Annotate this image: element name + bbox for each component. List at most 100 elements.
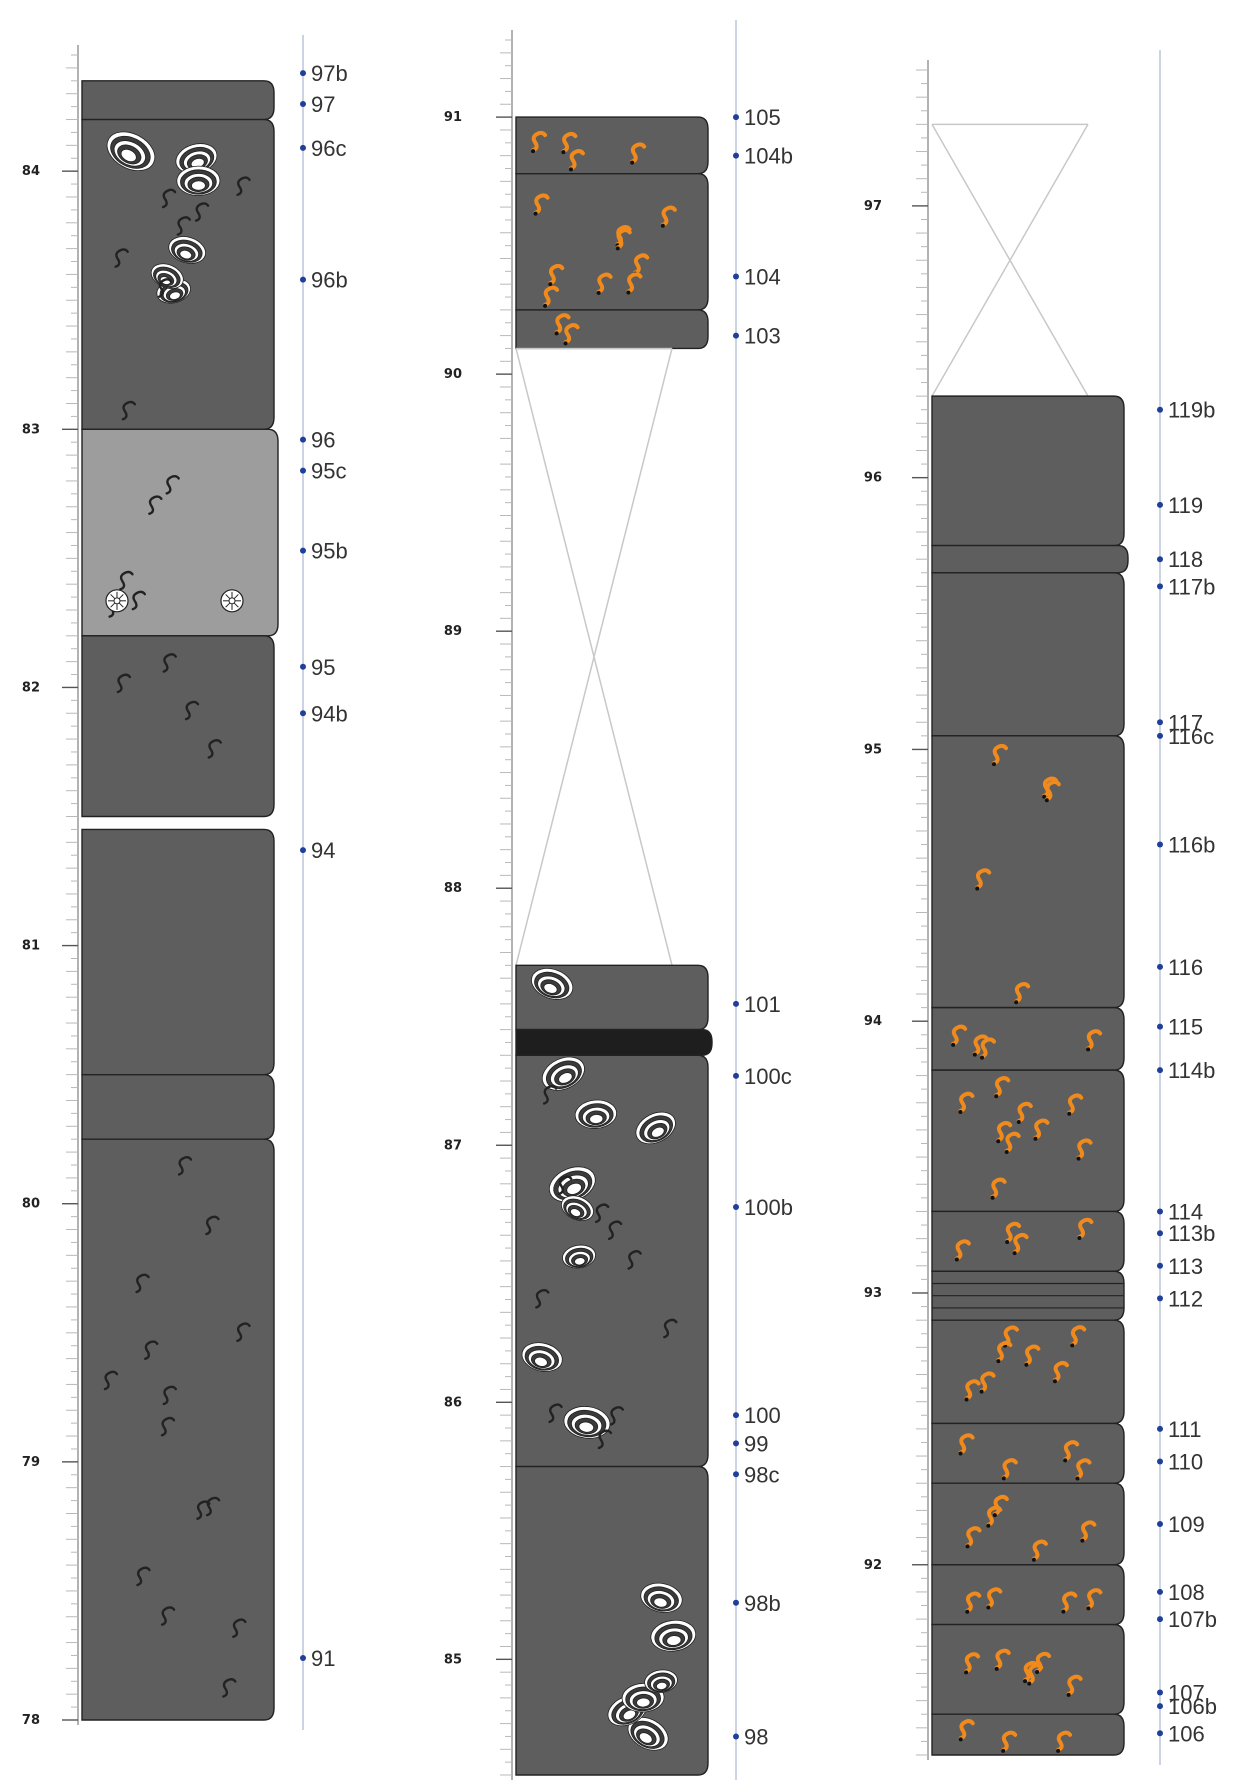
orange-burrow-icon bbox=[1016, 1101, 1033, 1124]
orange-burrow-icon bbox=[991, 743, 1008, 766]
sample-marker: 119b bbox=[1157, 398, 1215, 423]
worm-head-mark bbox=[1044, 798, 1049, 803]
worm-head-mark bbox=[568, 167, 573, 172]
sample-marker: 107 bbox=[1157, 1680, 1205, 1705]
orange-burrow-icon bbox=[1033, 1118, 1050, 1140]
worm-head-mark bbox=[1077, 1235, 1082, 1240]
burrow-trace-icon bbox=[222, 1678, 237, 1698]
orange-burrow-icon bbox=[1086, 1588, 1103, 1610]
burrow-trace-icon bbox=[144, 1340, 159, 1361]
shell-fossil-icon bbox=[521, 1342, 563, 1372]
sample-label: 106 bbox=[1168, 1721, 1205, 1746]
sample-dot bbox=[1157, 583, 1163, 590]
orange-burrow-icon bbox=[975, 868, 992, 890]
burrow-trace-icon bbox=[135, 1273, 150, 1294]
sample-label: 97b bbox=[311, 61, 348, 86]
orange-burrow-icon bbox=[1014, 982, 1031, 1004]
worm-head-mark bbox=[986, 1523, 991, 1528]
sample-dot bbox=[300, 467, 306, 474]
orange-burrow-icon bbox=[1066, 1674, 1083, 1696]
worm-head-mark bbox=[1027, 1681, 1032, 1686]
sample-label: 94b bbox=[311, 701, 348, 726]
sample-label: 113b bbox=[1168, 1221, 1215, 1246]
sample-dot bbox=[1157, 732, 1163, 739]
worm-head-mark bbox=[660, 223, 665, 228]
sample-marker: 106 bbox=[1157, 1721, 1205, 1746]
sample-marker: 101 bbox=[733, 992, 781, 1017]
sample-label: 107b bbox=[1168, 1607, 1217, 1632]
log-column-col3: 929394959697119b119118117b117116c116b116… bbox=[864, 50, 1217, 1765]
orange-burrow-icon bbox=[561, 131, 578, 154]
worm-head-mark bbox=[1056, 1748, 1061, 1753]
sample-dot bbox=[1157, 556, 1163, 563]
worm-head-mark bbox=[596, 290, 601, 295]
bed-orange-worms bbox=[931, 1210, 1125, 1272]
sample-label: 114b bbox=[1168, 1058, 1215, 1083]
orange-burrow-icon bbox=[996, 1120, 1013, 1143]
shell-fossil-icon bbox=[168, 236, 206, 264]
burrow-trace-icon bbox=[535, 1288, 550, 1309]
orange-burrow-icon bbox=[1004, 1131, 1021, 1153]
sample-dot bbox=[1157, 841, 1163, 848]
sample-marker: 116c bbox=[1157, 724, 1214, 749]
worm-head-mark bbox=[1066, 1692, 1071, 1697]
worm-head-mark bbox=[630, 160, 635, 165]
worm-head-mark bbox=[964, 1670, 969, 1675]
bed-burrows+crinoids bbox=[81, 428, 279, 637]
sample-label: 99 bbox=[744, 1431, 768, 1456]
sample-label: 112 bbox=[1168, 1286, 1203, 1311]
worm-head-mark bbox=[548, 282, 553, 287]
sample-dot bbox=[300, 276, 306, 283]
bed-none bbox=[931, 572, 1125, 737]
orange-burrow-icon bbox=[1067, 1093, 1084, 1115]
sample-dot bbox=[1157, 1730, 1163, 1737]
sample-marker: 100c bbox=[733, 1064, 792, 1089]
sample-label: 110 bbox=[1168, 1449, 1203, 1474]
orange-burrow-icon bbox=[1052, 1360, 1069, 1383]
bed-burrows bbox=[81, 635, 275, 818]
burrow-trace-icon bbox=[607, 1220, 623, 1241]
depth-tick-label: 87 bbox=[444, 1138, 462, 1153]
shell-fossil-icon bbox=[106, 131, 156, 171]
burrow-trace-icon bbox=[205, 1215, 220, 1236]
bed-covered bbox=[931, 123, 1089, 397]
bed-orange-worms bbox=[515, 116, 709, 175]
orange-burrow-icon bbox=[1031, 1539, 1048, 1561]
worm-head-mark bbox=[1052, 1379, 1057, 1384]
sample-marker: 96 bbox=[300, 428, 335, 453]
orange-burrow-icon bbox=[548, 263, 565, 286]
worm-head-mark bbox=[1005, 1239, 1010, 1244]
sample-marker: 108 bbox=[1157, 1580, 1205, 1605]
burrow-trace-icon bbox=[594, 1203, 610, 1224]
sample-dot bbox=[300, 70, 306, 77]
bed-orange-worms bbox=[931, 1713, 1125, 1756]
sample-label: 114 bbox=[1168, 1199, 1203, 1224]
bed-none bbox=[931, 395, 1125, 547]
sample-dot bbox=[300, 436, 306, 443]
bed-burrows bbox=[81, 1138, 275, 1721]
orange-burrow-icon bbox=[954, 1239, 971, 1261]
depth-tick-label: 97 bbox=[864, 199, 882, 214]
depth-tick-label: 91 bbox=[444, 110, 462, 125]
sample-marker: 96b bbox=[300, 268, 348, 293]
worm-head-mark bbox=[554, 331, 559, 336]
sample-marker: 110 bbox=[1157, 1449, 1203, 1474]
sample-marker: 95c bbox=[300, 459, 346, 484]
burrow-trace-icon bbox=[148, 495, 163, 515]
bed-orange-worms bbox=[931, 1069, 1125, 1213]
orange-burrow-icon bbox=[990, 1177, 1007, 1199]
sample-label: 101 bbox=[744, 992, 781, 1017]
burrow-trace-icon bbox=[161, 188, 177, 209]
orange-burrow-icon bbox=[964, 1652, 981, 1674]
orange-burrow-icon bbox=[1075, 1458, 1092, 1480]
orange-burrow-icon bbox=[979, 1037, 996, 1059]
worm-head-mark bbox=[1004, 1149, 1009, 1154]
worm-head-mark bbox=[972, 1052, 977, 1057]
worm-head-mark bbox=[1012, 1251, 1017, 1256]
sample-marker: 114b bbox=[1157, 1058, 1215, 1083]
sample-label: 116 bbox=[1168, 955, 1203, 980]
depth-tick-label: 94 bbox=[864, 1014, 882, 1029]
sample-label: 119 bbox=[1168, 493, 1203, 518]
sample-label: 100b bbox=[744, 1195, 793, 1220]
worm-head-mark bbox=[561, 150, 566, 155]
